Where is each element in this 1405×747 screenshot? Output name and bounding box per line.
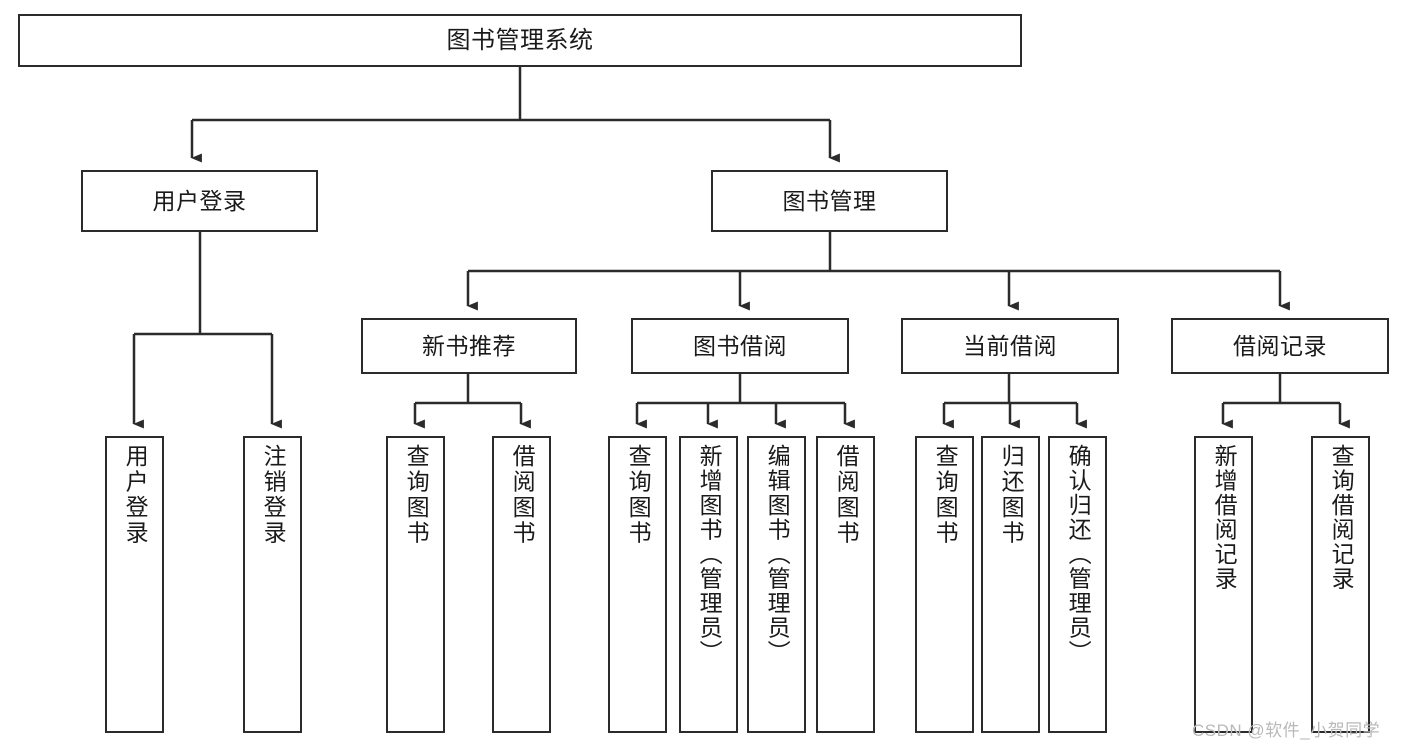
node-leaf-query-record-label: 查询借阅记录: [1328, 444, 1355, 591]
node-leaf-query-book-2[interactable]: 查询图书: [608, 436, 667, 733]
node-root-label: 图书管理系统: [446, 26, 594, 54]
node-leaf-add-book-label: 新增图书（管理员）: [696, 444, 723, 665]
node-borrow-record[interactable]: 借阅记录: [1171, 318, 1389, 374]
node-leaf-edit-book-label: 编辑图书（管理员）: [764, 444, 791, 665]
node-book-management[interactable]: 图书管理: [711, 170, 948, 232]
node-leaf-return-book-label: 归还图书: [998, 444, 1025, 546]
node-leaf-query-book-3[interactable]: 查询图书: [915, 436, 974, 733]
node-user-login-label: 用户登录: [152, 187, 247, 214]
node-leaf-query-book-1-label: 查询图书: [403, 444, 430, 546]
node-leaf-borrow-book-2-label: 借阅图书: [833, 444, 860, 546]
node-leaf-user-login-label: 用户登录: [122, 444, 149, 546]
node-leaf-borrow-book-1[interactable]: 借阅图书: [492, 436, 551, 733]
node-leaf-query-book-3-label: 查询图书: [932, 444, 959, 546]
node-leaf-return-book[interactable]: 归还图书: [981, 436, 1040, 733]
node-root[interactable]: 图书管理系统: [18, 14, 1022, 67]
node-borrow-record-label: 借阅记录: [1233, 332, 1327, 359]
node-user-login[interactable]: 用户登录: [81, 170, 318, 232]
node-leaf-query-book-2-label: 查询图书: [625, 444, 652, 546]
node-current-borrow-label: 当前借阅: [963, 332, 1057, 359]
node-book-management-label: 图书管理: [782, 187, 877, 214]
node-leaf-borrow-book-1-label: 借阅图书: [509, 444, 536, 546]
node-new-book-recommend-label: 新书推荐: [422, 332, 516, 359]
watermark-text: CSDN @软件_小贺同学: [1192, 721, 1381, 740]
node-book-borrow[interactable]: 图书借阅: [631, 318, 849, 374]
node-leaf-confirm-return-label: 确认归还（管理员）: [1065, 444, 1092, 665]
node-leaf-query-book-1[interactable]: 查询图书: [386, 436, 445, 733]
node-leaf-borrow-book-2[interactable]: 借阅图书: [816, 436, 875, 733]
node-book-borrow-label: 图书借阅: [693, 332, 787, 359]
node-leaf-confirm-return[interactable]: 确认归还（管理员）: [1048, 436, 1107, 733]
node-leaf-edit-book[interactable]: 编辑图书（管理员）: [747, 436, 806, 733]
node-leaf-logout-login[interactable]: 注销登录: [243, 436, 302, 733]
node-leaf-add-record[interactable]: 新增借阅记录: [1194, 436, 1253, 733]
node-new-book-recommend[interactable]: 新书推荐: [361, 318, 577, 374]
node-leaf-query-record[interactable]: 查询借阅记录: [1311, 436, 1370, 733]
node-current-borrow[interactable]: 当前借阅: [901, 318, 1119, 374]
node-leaf-add-book[interactable]: 新增图书（管理员）: [679, 436, 738, 733]
node-leaf-add-record-label: 新增借阅记录: [1211, 444, 1238, 591]
node-leaf-logout-login-label: 注销登录: [260, 444, 287, 546]
node-leaf-user-login[interactable]: 用户登录: [105, 436, 164, 733]
